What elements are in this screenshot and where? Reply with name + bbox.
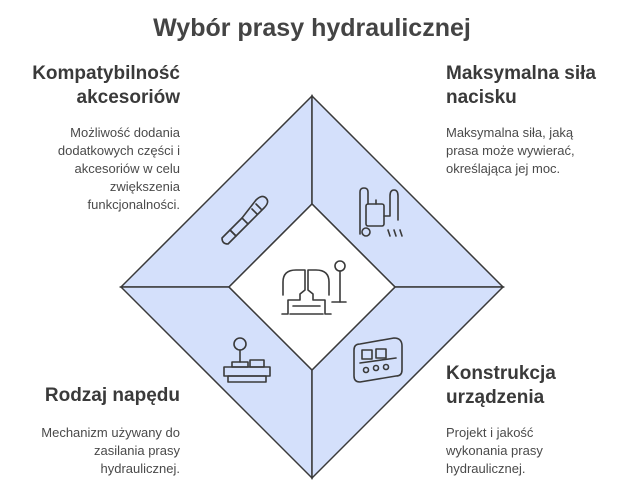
desc-line: określająca jej moc. bbox=[446, 161, 561, 176]
heading-line: urządzenia bbox=[446, 387, 545, 408]
desc-line: hydraulicznej. bbox=[446, 461, 526, 476]
desc-line: zasilania prasy bbox=[94, 443, 180, 458]
desc-line: akcesoriów w celu bbox=[74, 161, 181, 176]
heading-line: Kompatybilność bbox=[32, 63, 180, 84]
desc-line: wykonania prasy bbox=[446, 443, 543, 458]
heading-drive-type: Rodzaj napędu bbox=[20, 384, 180, 408]
desc-line: dodatkowych części i bbox=[57, 143, 180, 158]
desc-line: hydraulicznej. bbox=[100, 461, 181, 476]
desc-line: Maksymalna siła, jaką bbox=[446, 125, 574, 140]
desc-line: Mechanizm używany do bbox=[41, 425, 180, 440]
desc-line: zwiększenia bbox=[109, 179, 180, 194]
page-title: Wybór prasy hydraulicznej bbox=[153, 14, 471, 42]
pressure-gauge-icon bbox=[359, 187, 403, 237]
desc-line: funkcjonalności. bbox=[87, 197, 181, 212]
heading-line: Rodzaj napędu bbox=[44, 385, 180, 406]
heading-line: Maksymalna siła bbox=[446, 63, 596, 84]
heading-line: akcesoriów bbox=[76, 87, 181, 108]
hydraulic-press-icon bbox=[281, 260, 347, 315]
desc-accessory-compatibility: Możliwość dodania dodatkowych części i a… bbox=[20, 124, 180, 214]
tool-icon bbox=[221, 195, 269, 245]
heading-accessory-compatibility: Kompatybilność akcesoriów bbox=[20, 62, 180, 110]
desc-line: Możliwość dodania bbox=[70, 125, 180, 140]
heading-line: nacisku bbox=[446, 87, 517, 108]
conveyor-icon bbox=[353, 337, 403, 383]
desc-line: prasa może wywierać, bbox=[446, 143, 575, 158]
joystick-drive-icon bbox=[223, 337, 271, 383]
heading-line: Konstrukcja bbox=[446, 363, 556, 384]
heading-max-pressing-force: Maksymalna siła nacisku bbox=[446, 62, 616, 110]
center-diamond bbox=[227, 202, 397, 372]
desc-max-pressing-force: Maksymalna siła, jaką prasa może wywiera… bbox=[446, 124, 616, 178]
heading-device-construction: Konstrukcja urządzenia bbox=[446, 362, 616, 410]
desc-line: Projekt i jakość bbox=[446, 425, 534, 440]
desc-device-construction: Projekt i jakość wykonania prasy hydraul… bbox=[446, 424, 616, 478]
desc-drive-type: Mechanizm używany do zasilania prasy hyd… bbox=[10, 424, 180, 478]
